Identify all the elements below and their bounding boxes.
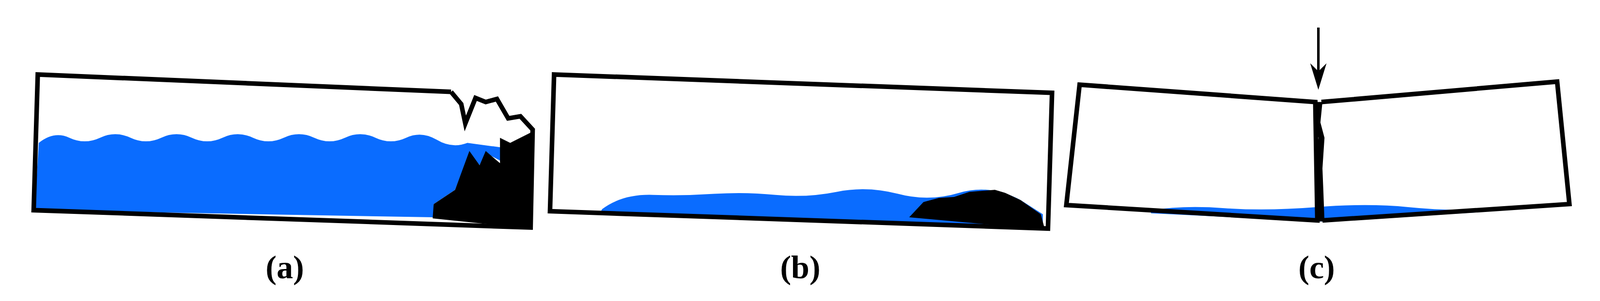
- container: [549, 74, 1052, 229]
- panel-label: (b): [779, 250, 821, 284]
- load-arrow: [1317, 27, 1320, 72]
- crack: [1314, 102, 1325, 222]
- panel-label: (c): [1298, 250, 1335, 284]
- debris: [432, 132, 531, 229]
- broken-container: [33, 74, 533, 228]
- left-half: [1066, 84, 1318, 221]
- load-arrowhead: [1310, 63, 1327, 91]
- right-half: [1321, 81, 1570, 221]
- panel-label: (a): [265, 250, 304, 284]
